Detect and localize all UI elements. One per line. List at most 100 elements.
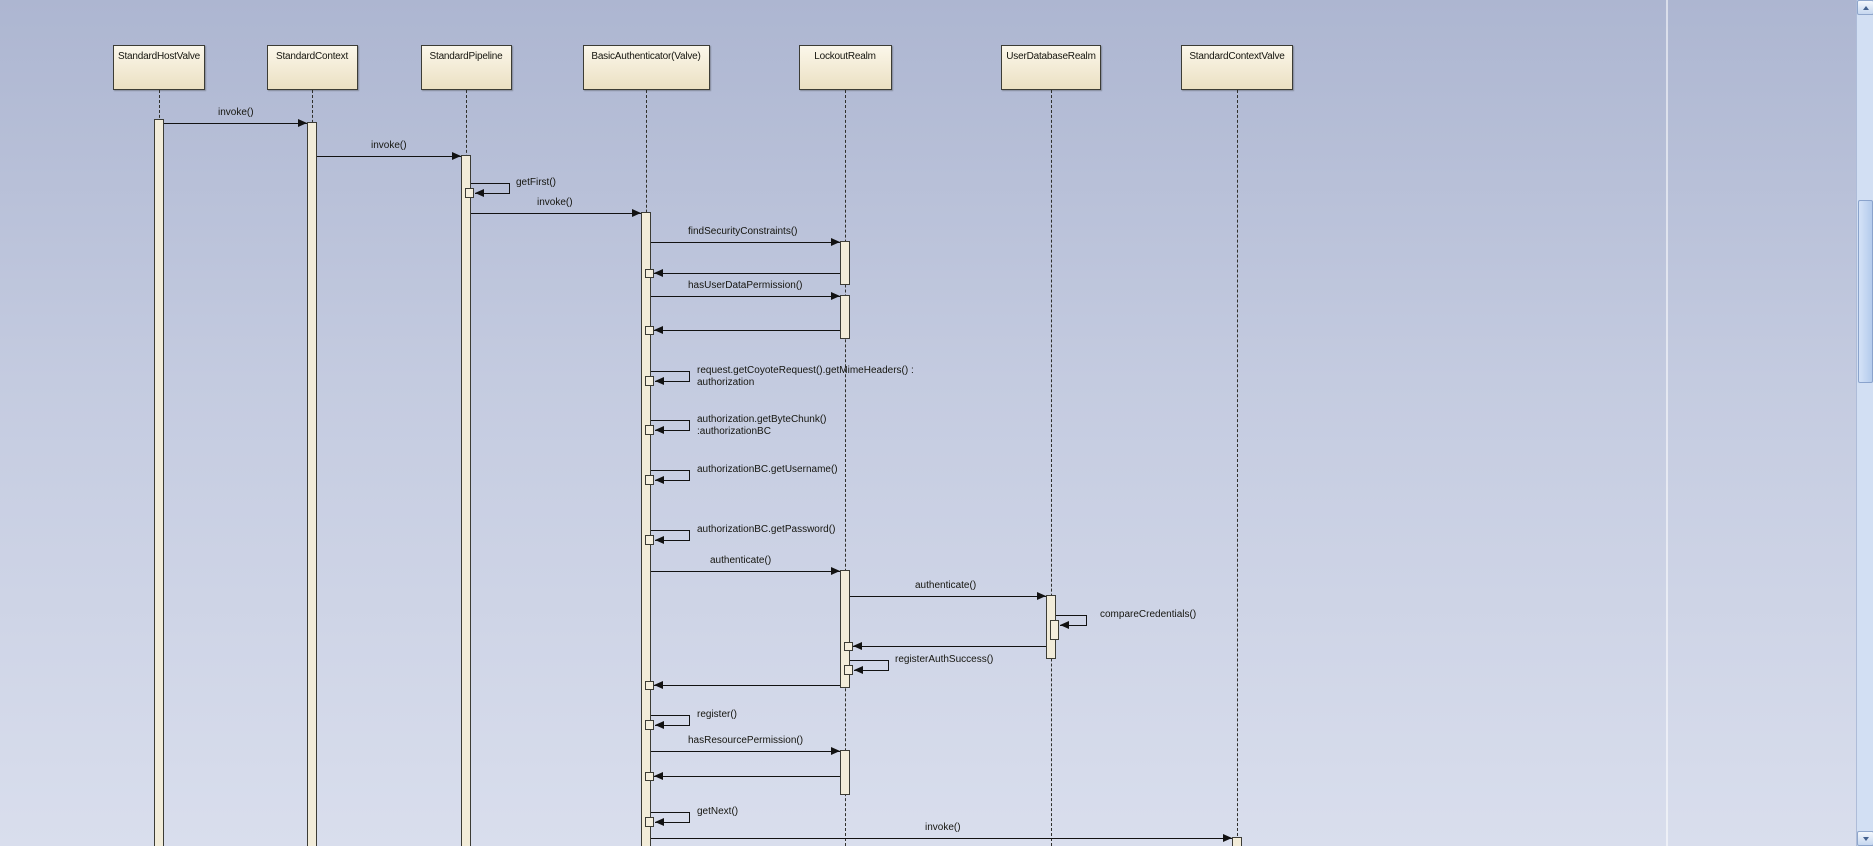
- nested-activation[interactable]: [645, 475, 654, 485]
- vertical-scrollbar[interactable]: [1856, 0, 1873, 846]
- message-9-label[interactable]: :authorizationBC: [697, 426, 771, 437]
- message-21-line[interactable]: [655, 822, 689, 823]
- nested-activation[interactable]: [645, 772, 654, 781]
- message-16-label[interactable]: registerAuthSuccess(): [895, 654, 994, 665]
- message-21-label[interactable]: getNext(): [697, 806, 739, 817]
- message-7-line[interactable]: [654, 330, 840, 331]
- message-16-line[interactable]: [888, 660, 889, 671]
- message-5-line[interactable]: [654, 273, 840, 274]
- message-10-line[interactable]: [689, 470, 690, 481]
- lifeline-standardcontextvalve[interactable]: [1237, 90, 1238, 846]
- activation-bar-standardcontext[interactable]: [307, 122, 317, 846]
- message-8-line[interactable]: [689, 371, 690, 382]
- message-9-line[interactable]: [655, 430, 689, 431]
- message-22-line[interactable]: [651, 838, 1232, 839]
- nested-activation[interactable]: [1050, 620, 1059, 640]
- activation-bar-basicauthenticator-valve[interactable]: [641, 212, 651, 846]
- message-18-line[interactable]: [655, 725, 689, 726]
- message-14-label[interactable]: compareCredentials(): [1100, 609, 1197, 620]
- nested-activation[interactable]: [645, 720, 654, 730]
- message-6-label[interactable]: hasUserDataPermission(): [688, 280, 803, 291]
- message-1-line[interactable]: [317, 156, 461, 157]
- message-14-line[interactable]: [1060, 625, 1086, 626]
- message-1-label[interactable]: invoke(): [371, 140, 407, 151]
- message-13-label[interactable]: authenticate(): [915, 580, 977, 591]
- message-20-line[interactable]: [654, 776, 840, 777]
- lifeline-head-lockoutrealm[interactable]: LockoutRealm: [798, 45, 892, 90]
- nested-activation[interactable]: [645, 535, 654, 545]
- message-22-label[interactable]: invoke(): [925, 822, 961, 833]
- message-16-line[interactable]: [850, 660, 888, 661]
- nested-activation[interactable]: [844, 642, 853, 651]
- message-21-line[interactable]: [689, 812, 690, 823]
- message-15-line[interactable]: [853, 646, 1046, 647]
- message-10-line[interactable]: [655, 480, 689, 481]
- message-9-label[interactable]: authorization.getByteChunk(): [697, 414, 827, 425]
- nested-activation[interactable]: [844, 665, 853, 675]
- message-14-line[interactable]: [1086, 615, 1087, 626]
- scrollbar-down-button[interactable]: [1857, 831, 1873, 846]
- nested-activation[interactable]: [645, 817, 654, 827]
- message-19-label[interactable]: hasResourcePermission(): [688, 735, 804, 746]
- message-11-line[interactable]: [651, 530, 689, 531]
- message-8-line[interactable]: [651, 371, 689, 372]
- message-4-label[interactable]: findSecurityConstraints(): [688, 226, 798, 237]
- message-16-line[interactable]: [854, 670, 888, 671]
- message-12-label[interactable]: authenticate(): [710, 555, 772, 566]
- nested-activation[interactable]: [645, 326, 654, 335]
- message-8-label[interactable]: request.getCoyoteRequest().getMimeHeader…: [697, 365, 914, 376]
- message-11-line[interactable]: [655, 540, 689, 541]
- message-6-line[interactable]: [651, 296, 840, 297]
- nested-activation[interactable]: [645, 269, 654, 278]
- message-4-line[interactable]: [651, 242, 840, 243]
- lifeline-lockoutrealm[interactable]: [845, 90, 846, 846]
- message-2-line[interactable]: [471, 183, 509, 184]
- activation-bar-standardhostvalve[interactable]: [154, 119, 164, 846]
- lifeline-head-standardpipeline[interactable]: StandardPipeline: [420, 45, 512, 90]
- message-2-line[interactable]: [475, 193, 509, 194]
- lifeline-head-userdatabaserealm[interactable]: UserDatabaseRealm: [1001, 45, 1101, 90]
- activation-bar-lockoutrealm[interactable]: [840, 295, 850, 339]
- nested-activation[interactable]: [645, 425, 654, 435]
- activation-bar-lockoutrealm[interactable]: [840, 241, 850, 285]
- message-9-line[interactable]: [689, 420, 690, 431]
- message-18-label[interactable]: register(): [697, 709, 738, 720]
- lifeline-head-standardcontext[interactable]: StandardContext: [266, 45, 358, 90]
- activation-bar-standardpipeline[interactable]: [461, 155, 471, 846]
- message-18-line[interactable]: [689, 715, 690, 726]
- message-3-line[interactable]: [471, 213, 641, 214]
- message-8-line[interactable]: [655, 381, 689, 382]
- message-9-line[interactable]: [651, 420, 689, 421]
- message-10-label[interactable]: authorizationBC.getUsername(): [697, 464, 838, 475]
- nested-activation[interactable]: [645, 376, 654, 386]
- message-8-label[interactable]: authorization: [697, 377, 755, 388]
- activation-bar-lockoutrealm[interactable]: [840, 750, 850, 795]
- message-19-line[interactable]: [651, 751, 840, 752]
- message-0-label[interactable]: invoke(): [218, 107, 254, 118]
- message-21-line[interactable]: [651, 812, 689, 813]
- message-11-label[interactable]: authorizationBC.getPassword(): [697, 524, 836, 535]
- scrollbar-thumb[interactable]: [1858, 200, 1873, 383]
- lifeline-userdatabaserealm[interactable]: [1051, 90, 1052, 846]
- scrollbar-up-button[interactable]: [1857, 0, 1873, 15]
- lifeline-head-basicauthenticator-valve[interactable]: BasicAuthenticator(Valve): [582, 45, 710, 90]
- message-10-line[interactable]: [651, 470, 689, 471]
- activation-bar-lockoutrealm[interactable]: [840, 570, 850, 688]
- message-0-line[interactable]: [164, 123, 307, 124]
- nested-activation[interactable]: [645, 681, 654, 690]
- triangle-up-icon: [1862, 5, 1869, 10]
- message-13-line[interactable]: [850, 596, 1046, 597]
- message-3-label[interactable]: invoke(): [537, 197, 573, 208]
- message-14-line[interactable]: [1056, 615, 1086, 616]
- message-12-line[interactable]: [651, 571, 840, 572]
- message-11-line[interactable]: [689, 530, 690, 541]
- activation-bar-standardcontextvalve[interactable]: [1232, 837, 1242, 846]
- nested-activation[interactable]: [465, 188, 474, 198]
- lifeline-head-standardhostvalve[interactable]: StandardHostValve: [113, 45, 205, 90]
- message-2-label[interactable]: getFirst(): [516, 177, 556, 188]
- message-18-line[interactable]: [651, 715, 689, 716]
- message-2-line[interactable]: [509, 183, 510, 194]
- message-17-line[interactable]: [654, 685, 840, 686]
- lifeline-head-standardcontextvalve[interactable]: StandardContextValve: [1181, 45, 1293, 90]
